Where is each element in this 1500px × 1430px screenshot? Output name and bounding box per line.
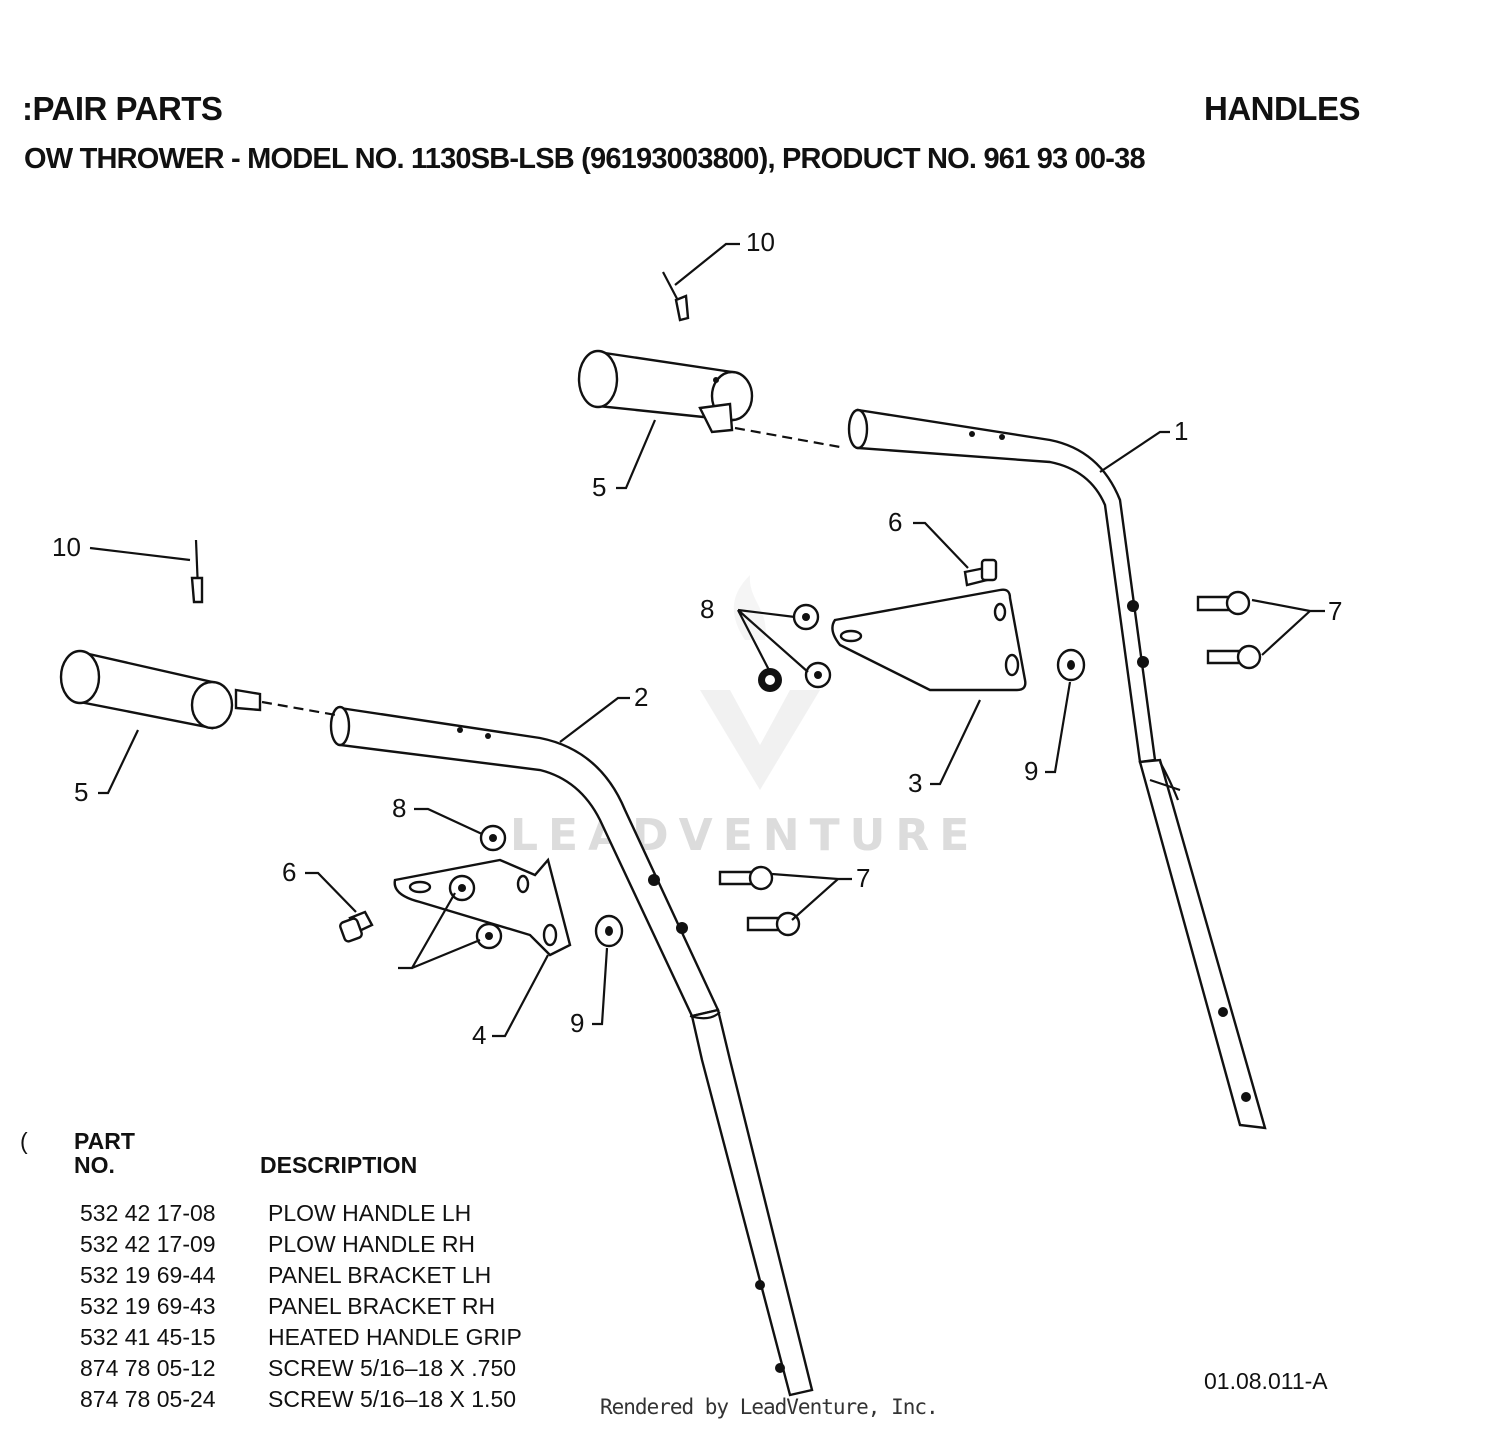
callout-5-lower: 5 <box>74 777 88 807</box>
parts-list-rows: 532 42 17-08 PLOW HANDLE LH 532 42 17-09… <box>80 1198 640 1410</box>
figure-id: 01.08.011-A <box>1204 1368 1328 1394</box>
callout-5-upper: 5 <box>592 472 606 502</box>
part-number: 532 19 69-43 <box>80 1293 216 1319</box>
watermark-text: LEADVENTURE <box>510 810 979 861</box>
washer-part-9-left <box>594 914 624 948</box>
part-number: 874 78 05-24 <box>80 1386 216 1410</box>
screw-part-6-upper <box>963 558 998 587</box>
part-description: PANEL BRACKET RH <box>268 1293 496 1319</box>
heated-handle-grip-upper <box>577 349 841 449</box>
plow-handle-lh <box>329 705 814 1397</box>
part-number: 532 19 69-44 <box>80 1262 216 1288</box>
part-description: HEATED HANDLE GRIP <box>268 1324 522 1350</box>
page-title-right: HANDLES <box>1203 90 1361 127</box>
washer-part-9-right <box>1056 648 1086 682</box>
page-title-left: :PAIR PARTS <box>22 90 223 127</box>
callout-1: 1 <box>1174 416 1188 446</box>
callout-7-left: 7 <box>856 863 870 893</box>
part-description: PLOW HANDLE LH <box>268 1200 472 1226</box>
callout-3: 3 <box>908 768 922 798</box>
plow-handle-rh <box>847 408 1267 1130</box>
callout-6-upper: 6 <box>888 507 902 537</box>
part-number: 532 41 45-15 <box>80 1324 216 1350</box>
part-description: PANEL BRACKET LH <box>268 1262 492 1288</box>
callout-labels: 10 10 1 2 3 4 5 5 6 6 7 7 8 8 9 9 <box>52 227 1342 1050</box>
part-number: 874 78 05-12 <box>80 1355 216 1381</box>
heated-handle-grip-lower <box>59 649 337 730</box>
screws-part-7-right <box>1196 590 1262 670</box>
description-header: DESCRIPTION <box>260 1152 418 1178</box>
part-no-header-line2: NO. <box>74 1152 115 1178</box>
part-number: 532 42 17-08 <box>80 1200 216 1226</box>
screw-part-10-upper <box>662 271 690 322</box>
screw-part-6-lower <box>339 910 374 943</box>
screws-part-7-left <box>718 865 801 937</box>
callout-4: 4 <box>472 1020 486 1050</box>
washers-part-8-lower <box>448 824 507 950</box>
callout-9-right: 9 <box>1024 756 1038 786</box>
callout-leaders <box>89 242 1325 1038</box>
panel-bracket-lh <box>393 857 572 957</box>
washers-part-8-upper <box>758 603 832 692</box>
callout-9-left: 9 <box>570 1008 584 1038</box>
part-description: PLOW HANDLE RH <box>268 1231 476 1257</box>
rendered-by-credit: Rendered by LeadVenture, Inc. <box>600 1395 939 1419</box>
part-number: 532 42 17-09 <box>80 1231 216 1257</box>
callout-2: 2 <box>634 682 648 712</box>
callout-10-upper: 10 <box>746 227 775 257</box>
part-description: SCREW 5/16–18 X .750 <box>268 1355 517 1381</box>
callout-6-lower: 6 <box>282 857 296 887</box>
callout-7-right: 7 <box>1328 596 1342 626</box>
callout-8-lower: 8 <box>392 793 406 823</box>
callout-8-upper: 8 <box>700 594 714 624</box>
panel-bracket-rh <box>831 588 1027 692</box>
model-subtitle: OW THROWER - MODEL NO. 1130SB-LSB (96193… <box>24 143 1146 175</box>
part-description: SCREW 5/16–18 X 1.50 <box>268 1386 517 1410</box>
screw-part-10-lower <box>190 539 204 604</box>
key-column-fragment: ( <box>20 1128 28 1154</box>
callout-10-lower: 10 <box>52 532 81 562</box>
part-no-header-line1: PART <box>74 1128 135 1154</box>
leadventure-watermark-logo <box>700 575 820 790</box>
